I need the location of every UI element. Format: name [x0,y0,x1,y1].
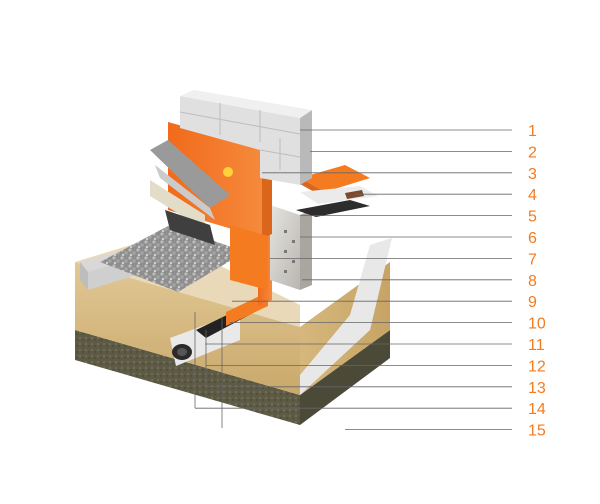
callout-number-10: 10 [528,316,546,333]
callout-number-2: 2 [528,144,537,161]
callout-number-11: 11 [528,337,545,354]
callout-number-13: 13 [528,380,546,397]
callout-number-14: 14 [528,401,546,418]
callout-number-5: 5 [528,209,537,226]
callout-number-1: 1 [528,123,537,140]
callout-number-7: 7 [528,251,537,268]
callout-number-6: 6 [528,230,537,247]
masonry-blocks [179,90,312,185]
vertical-leaders [194,312,223,428]
floor-slab [296,165,378,217]
callout-number-3: 3 [528,166,537,183]
subsoil-layer [75,330,390,425]
callout-number-15: 15 [528,423,546,440]
membrane-sheet [300,238,392,395]
render-layers [150,140,230,245]
callout-number-4: 4 [528,187,537,204]
callout-number-9: 9 [528,294,537,311]
foundation-wall [270,205,312,290]
callout-number-12: 12 [528,358,546,375]
callout-number-8: 8 [528,273,537,290]
